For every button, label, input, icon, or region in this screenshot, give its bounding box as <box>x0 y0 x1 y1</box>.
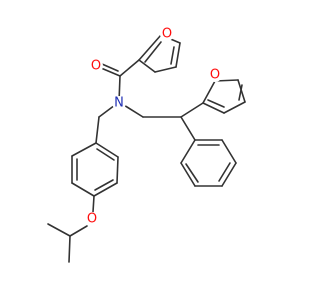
bond <box>180 102 204 118</box>
bond <box>175 42 181 68</box>
amide-group <box>100 59 140 103</box>
atom-label-o: O <box>162 27 172 42</box>
atom-furan2-oxygen: O <box>208 68 222 83</box>
isopropoxy-group <box>47 195 95 263</box>
molecule-structure: O O N O O <box>47 27 246 263</box>
bond <box>68 235 71 263</box>
bond <box>119 59 140 77</box>
bond <box>101 63 119 72</box>
bond <box>94 179 114 191</box>
bond <box>138 59 156 73</box>
bond <box>180 139 196 164</box>
bond <box>180 116 196 141</box>
propyl-chain <box>118 101 204 141</box>
atom-ether-oxygen: O <box>85 212 99 227</box>
bond <box>170 46 175 65</box>
furan-ring-1 <box>138 34 181 73</box>
atom-carbonyl-oxygen: O <box>89 59 103 74</box>
bond <box>154 66 177 73</box>
molecule-canvas: O O N O O <box>47 27 246 263</box>
bond <box>223 101 246 114</box>
bond <box>221 162 237 187</box>
bond <box>238 84 243 101</box>
bond <box>92 195 95 213</box>
phenyl-ring <box>180 139 237 187</box>
atom-label-o: O <box>91 59 101 74</box>
bond <box>71 182 95 197</box>
bond <box>218 162 231 182</box>
atom-label-n: N <box>114 96 124 111</box>
furan-ring-2 <box>202 79 246 114</box>
bond <box>221 139 237 164</box>
bond <box>69 225 88 237</box>
bond <box>138 34 162 61</box>
atom-label-o: O <box>210 68 220 83</box>
bond <box>202 102 225 114</box>
bond <box>95 116 100 144</box>
bond <box>116 156 119 184</box>
atom-label-o: O <box>87 212 97 227</box>
bond <box>185 163 199 183</box>
atom-furan1-oxygen: O <box>160 27 174 42</box>
bond <box>180 162 196 187</box>
atom-amide-nitrogen: N <box>112 96 126 111</box>
bond <box>93 182 118 197</box>
bond <box>96 148 115 161</box>
bond <box>47 223 71 237</box>
bond <box>71 142 97 157</box>
bond <box>144 41 162 63</box>
bond <box>207 99 225 108</box>
bond <box>100 67 121 77</box>
bond <box>202 80 216 104</box>
benzene-ring <box>71 142 119 197</box>
bond <box>95 142 119 158</box>
